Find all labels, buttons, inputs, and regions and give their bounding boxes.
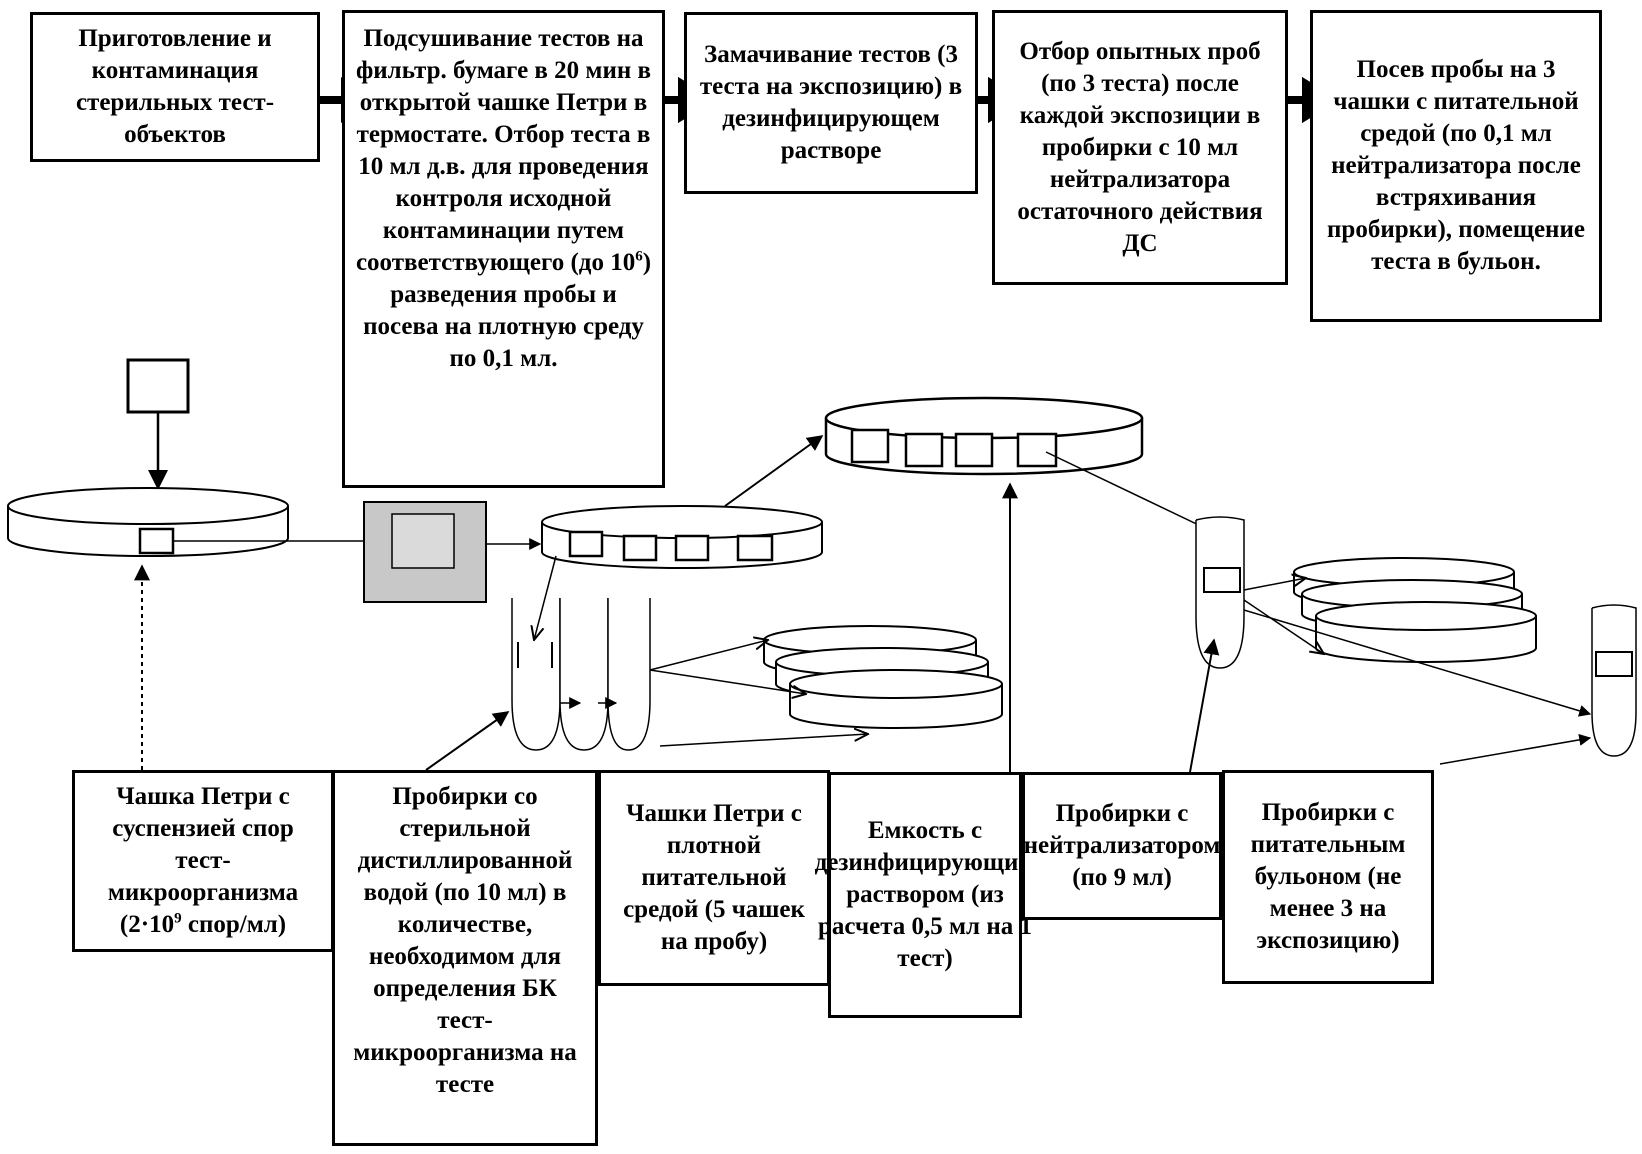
- label-petri-suspension-text: Чашка Петри с суспензией спор тест-микро…: [83, 781, 323, 941]
- step-3-text: Замачивание тестов (3 теста на экспозици…: [699, 41, 963, 164]
- step-3-soaking: Замачивание тестов (3 теста на экспозици…: [684, 12, 978, 194]
- step-2-text: Подсушивание тестов на фильтр. бумаге в …: [353, 23, 654, 375]
- step-1-text: Приготовление и контаминация стерильных …: [75, 25, 275, 148]
- label-tubes-broth-text: Пробирки с питательным бульоном (не мене…: [1250, 799, 1406, 954]
- label-tubes-neutralizer-text: Пробирки с нейтрализатором (по 9 мл): [1023, 800, 1221, 891]
- petri-dishes-stack-middle: [763, 625, 1003, 729]
- test-tube-broth: [1591, 604, 1637, 757]
- petri-dish-drying: [541, 505, 823, 569]
- label-petri-nutrient: Чашки Петри с плотной питательной средой…: [598, 770, 830, 986]
- step-2-drying: Подсушивание тестов на фильтр. бумаге в …: [342, 10, 665, 488]
- label-petri-nutrient-text: Чашки Петри с плотной питательной средой…: [623, 800, 805, 955]
- step-5-text: Посев пробы на 3 чашки с питательной сре…: [1327, 56, 1585, 275]
- label-tubes-broth: Пробирки с питательным бульоном (не мене…: [1222, 770, 1434, 984]
- step-2-text-suffix: ) разведения пробы и посева на плотную с…: [363, 249, 652, 372]
- label-petri-suspension-prefix: Чашка Петри с суспензией спор тест-микро…: [107, 783, 299, 938]
- test-tubes-water: [511, 598, 651, 751]
- step-4-sampling: Отбор опытных проб (по 3 теста) после ка…: [992, 10, 1288, 285]
- petri-dishes-stack-right: [1293, 557, 1537, 663]
- label-tubes-water-text: Пробирки со стерильной дистиллированной …: [353, 783, 577, 1098]
- label-container-disinfectant-text: Емкость с дезинфицирующим раствором (из …: [814, 817, 1036, 972]
- step-5-seeding: Посев пробы на 3 чашки с питательной сре…: [1310, 10, 1602, 322]
- test-tube-neutralizer: [1195, 516, 1245, 669]
- label-petri-suspension: Чашка Петри с суспензией спор тест-микро…: [72, 770, 334, 952]
- disinfectant-container: [824, 396, 1144, 476]
- step-2-text-sup: 6: [635, 248, 643, 265]
- label-tubes-water: Пробирки со стерильной дистиллированной …: [332, 770, 598, 1146]
- step-2-text-prefix: (до 10: [570, 249, 636, 276]
- source-square: [126, 358, 190, 414]
- filter-paper-square: [363, 501, 487, 603]
- label-petri-suspension-sup: 9: [174, 910, 182, 927]
- petri-dish-source: [7, 487, 289, 557]
- label-container-disinfectant: Емкость с дезинфицирующим раствором (из …: [815, 772, 1035, 1018]
- label-petri-suspension-suffix: спор/мл): [181, 911, 287, 938]
- step-4-text: Отбор опытных проб (по 3 теста) после ка…: [1017, 37, 1263, 257]
- label-tubes-neutralizer: Пробирки с нейтрализатором (по 9 мл): [1022, 772, 1222, 920]
- step-2-text-main: Подсушивание тестов на фильтр. бумаге в …: [355, 25, 652, 276]
- step-1-preparation: Приготовление и контаминация стерильных …: [30, 12, 320, 162]
